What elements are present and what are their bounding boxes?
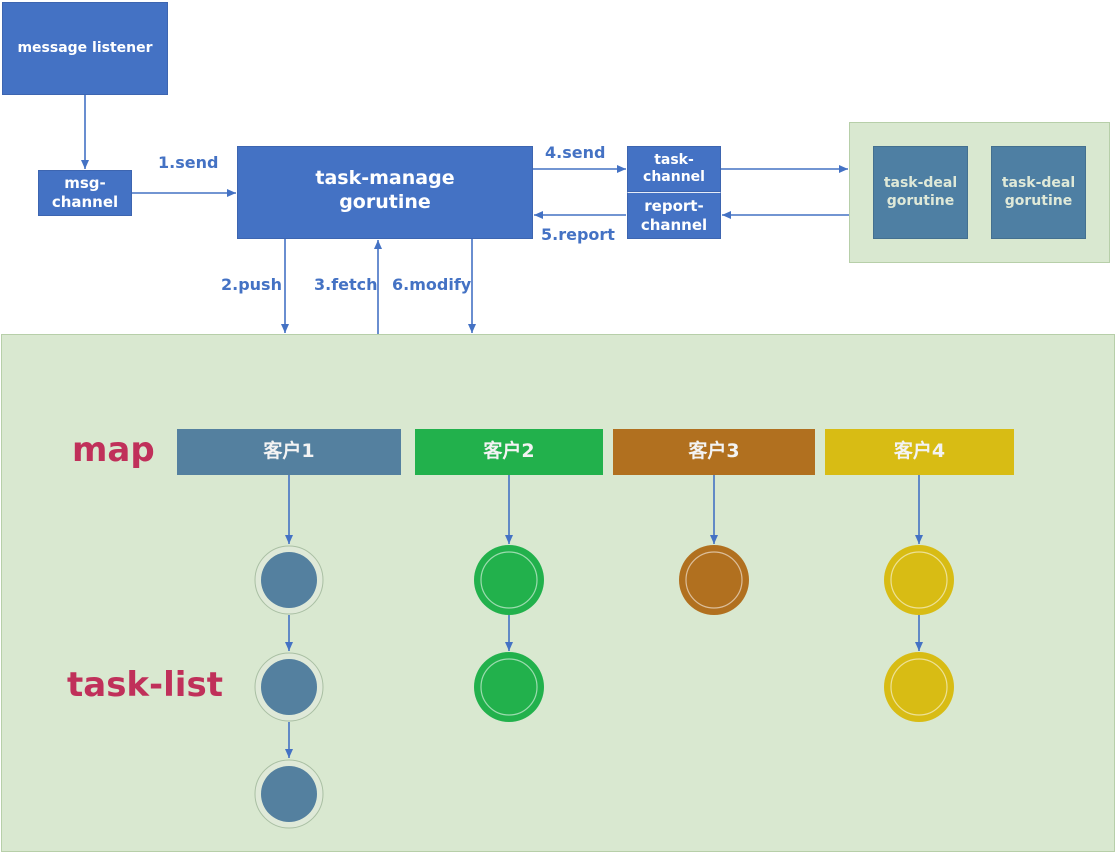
customer-key-label-3: 客户3 [688, 440, 740, 463]
customer-key-4: 客户4 [825, 429, 1014, 475]
send-1-label: 1.send [158, 153, 219, 172]
task-deal-worker-2: task-deal gorutine [991, 146, 1086, 239]
map-label: map [72, 430, 155, 470]
task-node [254, 545, 324, 615]
task-channel-label: task- channel [643, 151, 705, 186]
task-node [254, 759, 324, 829]
task-node [474, 545, 544, 615]
task-node [254, 652, 324, 722]
modify-6-label: 6.modify [392, 275, 472, 294]
customer-key-1: 客户1 [177, 429, 401, 475]
task-deal-label-2: task-deal gorutine [1001, 175, 1076, 209]
report-channel-box: report- channel [627, 192, 721, 239]
customer-key-label-1: 客户1 [263, 440, 315, 463]
msg-channel-box: msg- channel [38, 170, 132, 216]
task-channel-box: task- channel [627, 146, 721, 192]
report-5-label: 5.report [541, 225, 615, 244]
task-node [474, 652, 544, 722]
customer-key-label-2: 客户2 [483, 440, 535, 463]
task-manage-box: task-manage gorutine [237, 146, 533, 239]
customer-key-3: 客户3 [613, 429, 815, 475]
message-listener-box: message listener [2, 2, 168, 95]
task-node [679, 545, 749, 615]
report-channel-label: report- channel [640, 196, 708, 234]
task-node-group [254, 475, 954, 829]
customer-key-label-4: 客户4 [893, 440, 946, 463]
task-node [884, 652, 954, 722]
task-node [884, 545, 954, 615]
customer-key-2: 客户2 [415, 429, 603, 475]
task-manage-label: task-manage gorutine [315, 167, 455, 213]
message-listener-label: message listener [17, 39, 153, 56]
task-deal-label-1: task-deal gorutine [883, 175, 958, 209]
push-2-label: 2.push [221, 275, 282, 294]
fetch-3-label: 3.fetch [314, 275, 378, 294]
task-list-label: task-list [67, 665, 223, 705]
msg-channel-label: msg- channel [51, 174, 119, 211]
send-4-label: 4.send [545, 143, 606, 162]
task-deal-worker-1: task-deal gorutine [873, 146, 968, 239]
